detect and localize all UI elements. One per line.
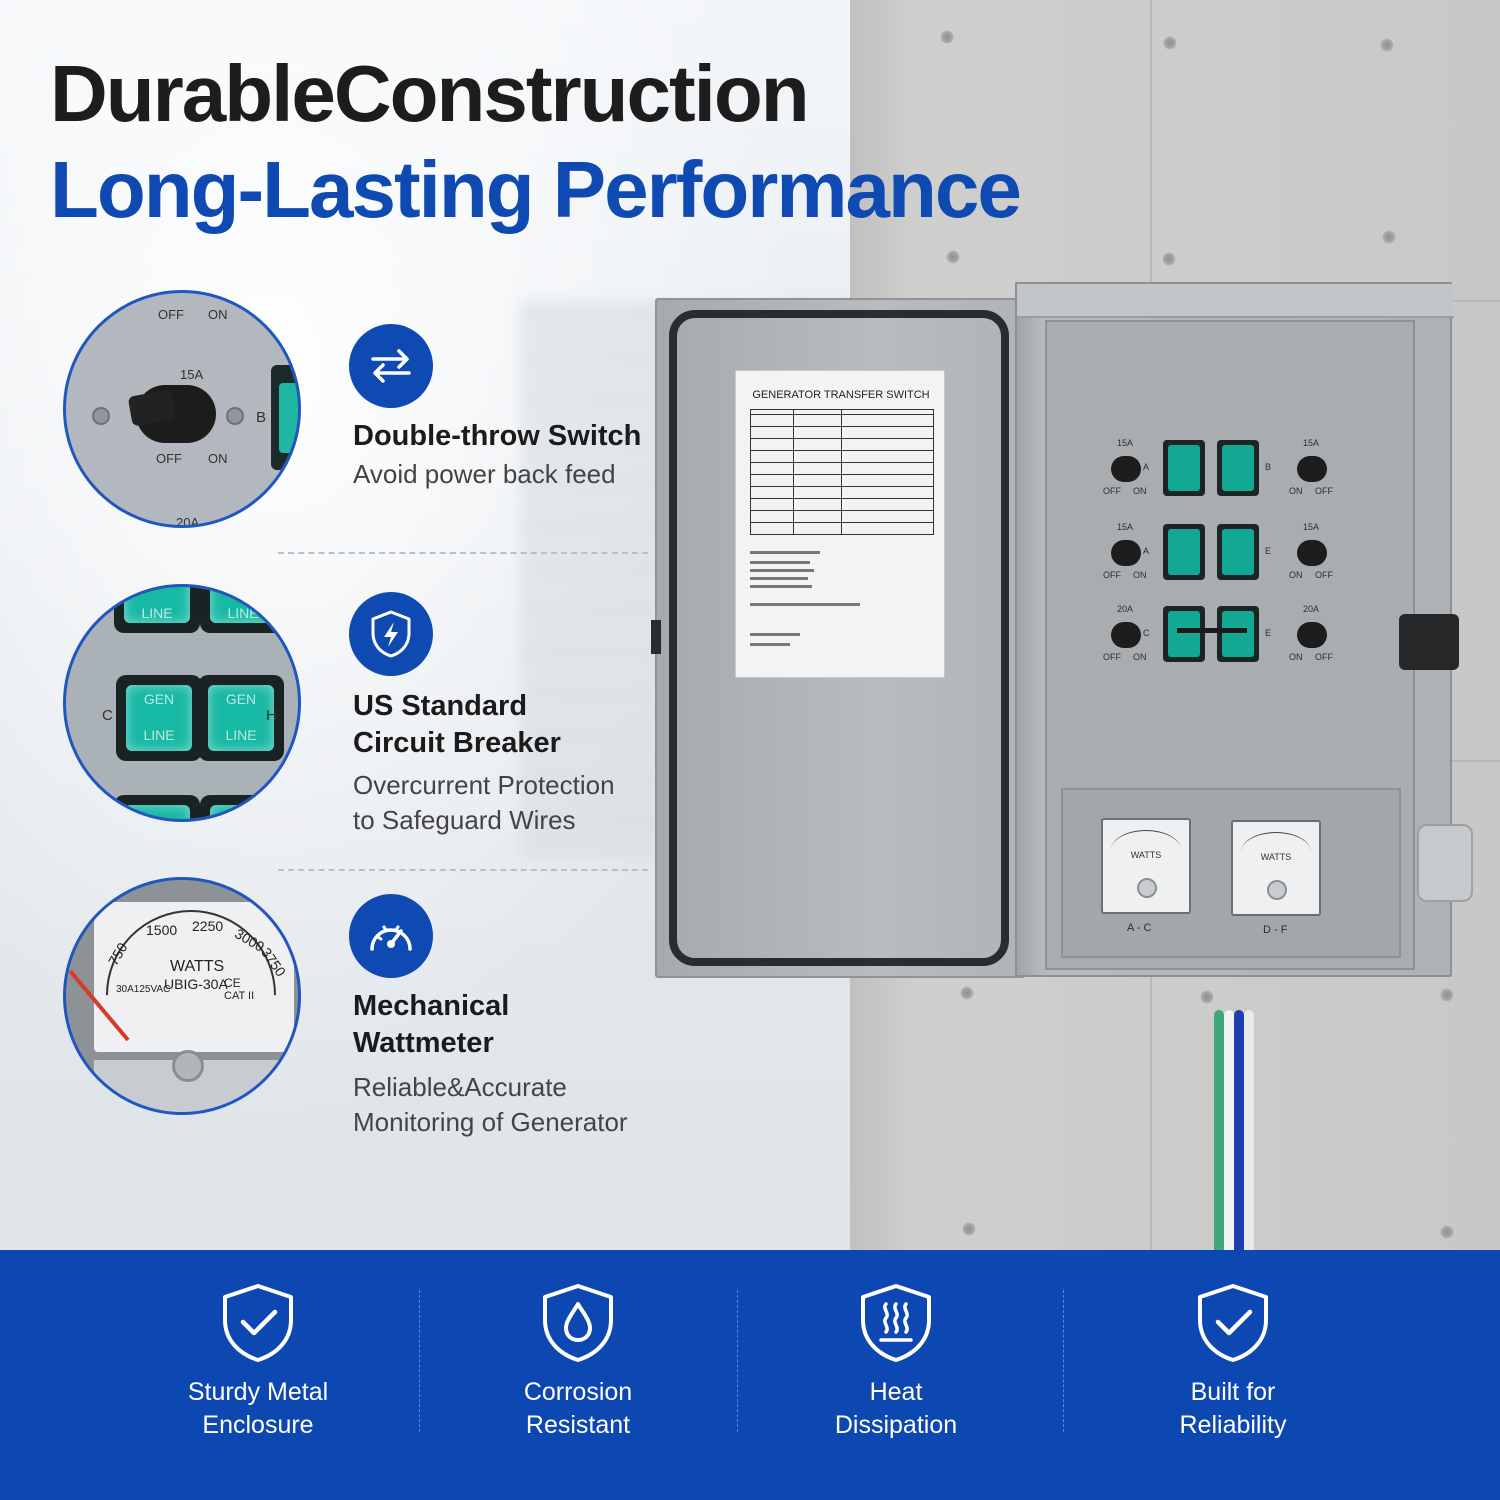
breaker-switch [1111, 622, 1141, 648]
enclosure-lock [1399, 614, 1459, 670]
conduit-fitting [1417, 824, 1473, 902]
wiring-label-sheet: GENERATOR TRANSFER SWITCH [735, 370, 945, 678]
meter-ce-mark: CE [224, 976, 241, 990]
feature-desc-circuit-breaker: Overcurrent Protection to Safeguard Wire… [353, 770, 615, 835]
closeup-rating-label: 20A [176, 515, 200, 528]
meter-cat-label: CAT II [224, 990, 255, 1002]
closeup-off-label: OFF [156, 451, 182, 466]
closeup-on-label: ON [208, 451, 228, 466]
enclosure-inner-panel: 15A A OFF ON B 15A ON OFF 15A A OFF ON E… [1045, 320, 1415, 970]
closeup-rocker: GEN LINE [116, 675, 202, 761]
closeup-double-throw-switch: OFF ON 15A B OFF ON 20A [63, 290, 301, 528]
interlock-bar [1177, 628, 1247, 633]
headline: DurableConstruction Long-Lasting Perform… [50, 48, 1022, 240]
feature-title-circuit-breaker: US Standard Circuit Breaker [353, 690, 561, 759]
bottom-feature-heat-dissipation: Heat Dissipation [766, 1282, 1026, 1442]
gen-line-rocker [1217, 524, 1259, 580]
closeup-letter: B [256, 409, 267, 426]
breaker-switch [1111, 456, 1141, 482]
bottom-feature-sturdy-metal: Sturdy Metal Enclosure [128, 1282, 388, 1442]
gen-line-rocker [1217, 606, 1259, 662]
feature-title-double-throw: Double-throw Switch [353, 420, 642, 452]
closeup-rocker: GEN LINE [198, 675, 284, 761]
feature-desc-double-throw: Avoid power back feed [353, 459, 616, 489]
feature-title-wattmeter: Mechanical Wattmeter [353, 990, 510, 1059]
bottom-divider [1063, 1290, 1064, 1432]
meter-model-label: UBIG-30A [164, 976, 228, 992]
double-arrow-icon [349, 324, 433, 408]
feature-desc-wattmeter: Reliable&Accurate Monitoring of Generato… [353, 1072, 628, 1137]
breaker-switch [1297, 540, 1327, 566]
wattmeter-left: WATTS [1101, 818, 1191, 914]
gauge-icon [349, 894, 433, 978]
enclosure-top [1017, 284, 1454, 318]
meter-right-label: D - F [1263, 924, 1288, 936]
screw [92, 407, 110, 425]
shield-bolt-icon [349, 592, 433, 676]
shield-check-icon [223, 1284, 293, 1362]
door-latch [651, 620, 661, 654]
power-wires [1212, 1010, 1256, 1260]
closeup-wattmeter: 750 1500 2250 3000 3750 WATTS UBIG-30A 3… [63, 877, 301, 1115]
meter-zero-knob [172, 1050, 204, 1082]
wattmeter-right: WATTS [1231, 820, 1321, 916]
gen-line-rocker [1163, 524, 1205, 580]
breaker-switch [1297, 622, 1327, 648]
screw [226, 407, 244, 425]
closeup-off-label: OFF [158, 307, 184, 322]
shield-heat-icon [861, 1284, 931, 1362]
headline-line-1: DurableConstruction [50, 49, 810, 138]
closeup-letter-left: C [102, 707, 113, 724]
label-sheet-title: GENERATOR TRANSFER SWITCH [752, 389, 930, 401]
headline-line-2: Long-Lasting Performance [50, 145, 1022, 234]
closeup-letter-right: H [266, 707, 277, 724]
gen-line-rocker [1163, 440, 1205, 496]
closeup-rating-label: 15A [180, 367, 204, 382]
bottom-divider [419, 1290, 420, 1432]
meter-left-label: A - C [1127, 922, 1152, 934]
door-gasket [669, 310, 1009, 966]
gen-line-rocker [1217, 440, 1259, 496]
closeup-circuit-breaker: LINE LINE C GEN LINE GEN LINE H [63, 584, 301, 822]
bottom-feature-corrosion: Corrosion Resistant [448, 1282, 708, 1442]
breaker-switch [1111, 540, 1141, 566]
meter-panel: WATTS A - C WATTS D - F [1061, 788, 1401, 958]
breaker-switch [1297, 456, 1327, 482]
bottom-divider [737, 1290, 738, 1432]
feature-divider [278, 869, 648, 871]
closeup-green-rocker [271, 365, 298, 470]
meter-face [94, 902, 294, 1052]
gen-line-rocker [1163, 606, 1205, 662]
shield-check-icon [1198, 1284, 1268, 1362]
bottom-feature-reliability: Built for Reliability [1103, 1282, 1363, 1442]
shield-drop-icon [543, 1284, 613, 1362]
meter-unit-label: WATTS [170, 958, 225, 975]
closeup-on-label: ON [208, 307, 228, 322]
feature-divider [278, 552, 648, 554]
transfer-switch-enclosure: 15A A OFF ON B 15A ON OFF 15A A OFF ON E… [1015, 282, 1473, 977]
meter-rating-label: 30A125VAC [116, 984, 171, 995]
label-sheet-table [750, 409, 934, 535]
